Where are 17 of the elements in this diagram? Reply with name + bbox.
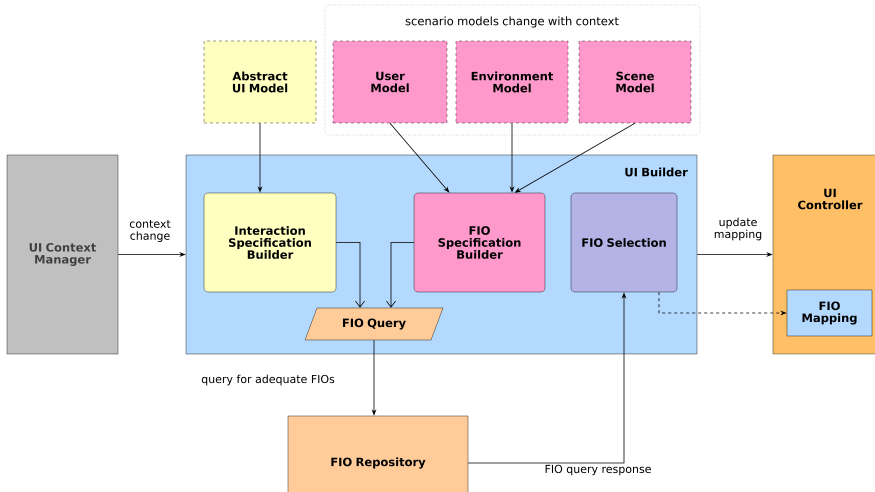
edge-label: update mapping — [707, 216, 769, 242]
edge-label: FIO query response — [544, 464, 652, 476]
model-box: Scene Model — [578, 40, 692, 124]
arrow — [386, 242, 414, 308]
model-box: Abstract UI Model — [204, 40, 316, 124]
model-box: Environment Model — [456, 40, 568, 124]
mapping-box: FIO Mapping — [786, 290, 872, 336]
process-box: FIO Specification Builder — [414, 192, 546, 292]
manager-box: UI Context Manager — [6, 154, 118, 354]
arrow — [336, 242, 365, 308]
edge-label: query for adequate FIOs — [200, 374, 336, 386]
process-box: FIO Selection — [570, 192, 678, 292]
edge-label: context change — [119, 219, 181, 243]
process-box: Interaction Specification Builder — [204, 192, 336, 292]
repository-box: FIO Repository — [288, 416, 468, 492]
data-parallelogram: FIO Query — [304, 308, 444, 340]
model-box: User Model — [332, 40, 448, 124]
